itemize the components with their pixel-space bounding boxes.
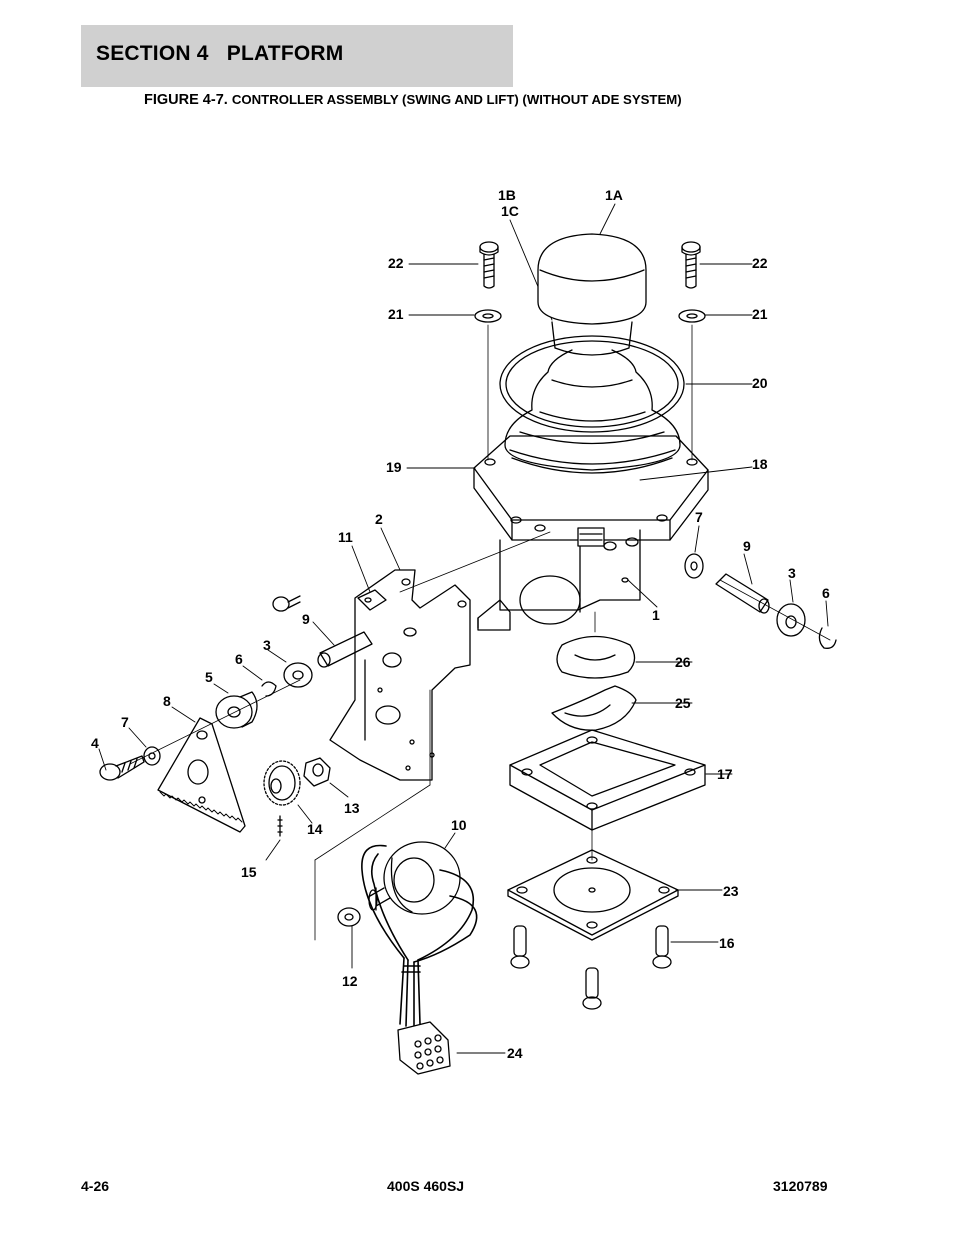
washer-7-left — [143, 746, 161, 766]
callout-6-left: 6 — [235, 651, 243, 667]
section-title: SECTION 4 PLATFORM — [96, 42, 344, 65]
callout-26: 26 — [675, 654, 691, 670]
bracket-2 — [329, 569, 471, 781]
callout-labels: 1B 1C 1A 22 22 21 21 20 19 18 2 11 7 9 3… — [91, 187, 830, 1061]
callout-16: 16 — [719, 935, 735, 951]
callout-5: 5 — [205, 669, 213, 685]
callout-7-left: 7 — [121, 714, 129, 730]
spacer-9-left — [317, 631, 373, 668]
callout-1C: 1C — [501, 203, 519, 219]
callout-22-left: 22 — [388, 255, 404, 271]
section-header-band — [81, 25, 513, 87]
callout-24: 24 — [507, 1045, 523, 1061]
set-screw-15 — [277, 815, 283, 837]
bushing-3-right — [776, 603, 806, 637]
callout-23: 23 — [723, 883, 739, 899]
pinion-gear-14 — [263, 760, 301, 806]
callout-13: 13 — [344, 800, 360, 816]
plate-11 — [357, 589, 387, 611]
potentiometer-10 — [368, 841, 461, 915]
o-ring-20 — [499, 335, 685, 433]
sector-gear-8 — [157, 717, 246, 833]
callout-1B: 1B — [498, 187, 516, 203]
bushing-3-left — [283, 662, 313, 688]
explosion-axes — [129, 324, 831, 941]
callout-9-left: 9 — [302, 611, 310, 627]
figure-caption: CONTROLLER ASSEMBLY (SWING AND LIFT) (WI… — [231, 92, 682, 107]
controller-housing — [477, 514, 668, 631]
callout-20: 20 — [752, 375, 768, 391]
clip-6-left — [261, 681, 277, 697]
callout-1: 1 — [652, 607, 660, 623]
callout-19: 19 — [386, 459, 402, 475]
screw-16-bottom — [582, 967, 602, 1010]
callout-15: 15 — [241, 864, 257, 880]
callout-3-left: 3 — [263, 637, 271, 653]
callout-1A: 1A — [605, 187, 623, 203]
nut-13 — [303, 757, 331, 787]
callout-17: 17 — [717, 766, 733, 782]
control-knob — [537, 233, 647, 356]
screw-small-left — [272, 595, 301, 612]
rubber-boot — [504, 349, 681, 474]
leader-lines — [98, 203, 829, 1054]
base-17 — [509, 729, 706, 831]
callout-12: 12 — [342, 973, 358, 989]
screw-4 — [99, 755, 145, 781]
cam-26 — [556, 635, 636, 679]
footer-page-number: 4-26 — [81, 1178, 110, 1194]
screw-16-right — [652, 925, 672, 969]
callout-14: 14 — [307, 821, 323, 837]
washer-21-right — [678, 309, 706, 323]
mounting-plate-19 — [473, 435, 709, 541]
bushing-5 — [215, 691, 258, 729]
callout-4: 4 — [91, 735, 99, 751]
washer-7-right — [684, 553, 704, 579]
callout-6-right: 6 — [822, 585, 830, 601]
figure-title: FIGURE 4-7. CONTROLLER ASSEMBLY (SWING A… — [144, 92, 682, 108]
connector-24 — [397, 1021, 451, 1075]
washer-12 — [337, 907, 361, 927]
callout-8: 8 — [163, 693, 171, 709]
callout-3-right: 3 — [788, 565, 796, 581]
callout-22-right: 22 — [752, 255, 768, 271]
gasket-23 — [507, 849, 679, 941]
callout-10: 10 — [451, 817, 467, 833]
screw-16-left — [510, 925, 530, 969]
figure-label: FIGURE 4-7. — [144, 92, 228, 108]
screw-22-left — [479, 241, 499, 289]
footer-model: 400S 460SJ — [387, 1178, 465, 1194]
washer-21-left — [474, 309, 502, 323]
callout-25: 25 — [675, 695, 691, 711]
callout-18: 18 — [752, 456, 768, 472]
callout-2: 2 — [375, 511, 383, 527]
callout-11: 11 — [338, 529, 353, 545]
cam-25 — [551, 685, 637, 731]
callout-21-left: 21 — [388, 306, 404, 322]
spacer-9-right — [715, 573, 770, 614]
screw-22-right — [681, 241, 701, 289]
callout-21-right: 21 — [752, 306, 768, 322]
callout-9-right: 9 — [743, 538, 751, 554]
clip-6-right — [818, 627, 837, 649]
wire-harness — [361, 844, 478, 1027]
footer-part-number: 3120789 — [773, 1178, 828, 1194]
callout-7-right: 7 — [695, 509, 703, 525]
